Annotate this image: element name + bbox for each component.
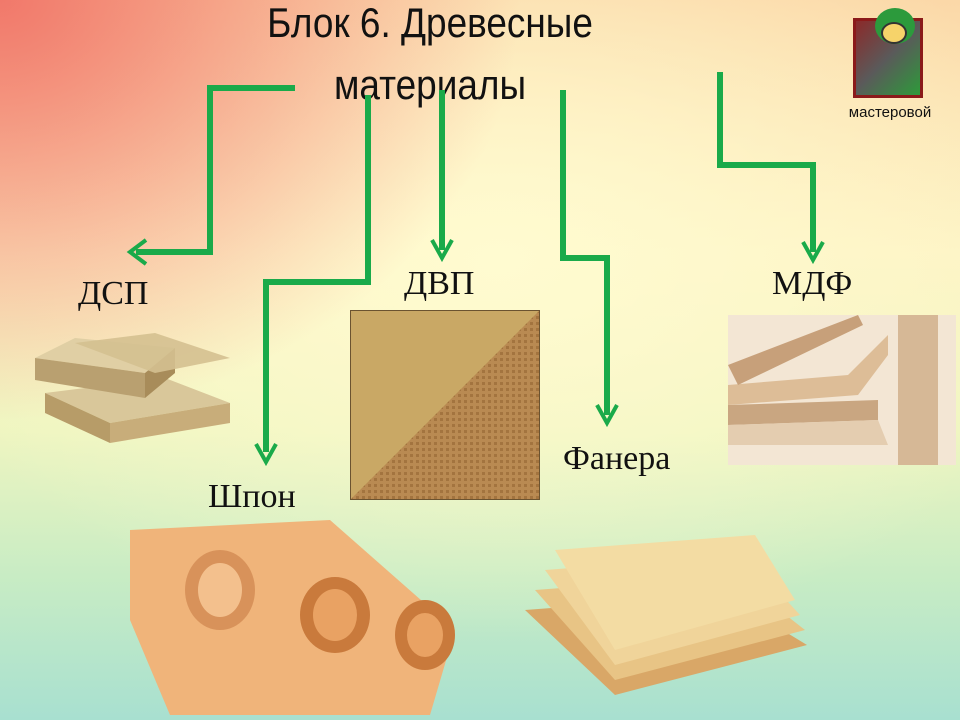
dsp-image [35, 333, 230, 443]
arrowhead-dsp [126, 238, 148, 266]
masterovoy-logo: мастеровой [835, 8, 945, 123]
mdf-image [728, 315, 956, 465]
arrowhead-fanera [595, 404, 619, 428]
label-dsp: ДСП [78, 275, 149, 312]
label-dvp: ДВП [404, 265, 475, 302]
label-mdf: МДФ [772, 265, 853, 302]
arrow-mdf [717, 72, 816, 252]
fanera-image [525, 535, 807, 695]
arrow-fanera [560, 90, 610, 415]
slide-title: Блок 6. Древесные материалы [267, 0, 593, 108]
arrowhead-shpon [254, 443, 278, 467]
logo-face [881, 22, 907, 44]
arrowhead-dvp [430, 239, 454, 263]
shpon-image [130, 520, 455, 715]
arrow-shpon [263, 95, 371, 452]
arrowhead-mdf [801, 241, 825, 265]
dvp-image [350, 310, 540, 500]
arrow-dsp [136, 85, 295, 255]
label-shpon: Шпон [208, 478, 296, 515]
label-fanera: Фанера [563, 440, 671, 477]
logo-caption: мастеровой [848, 104, 932, 121]
